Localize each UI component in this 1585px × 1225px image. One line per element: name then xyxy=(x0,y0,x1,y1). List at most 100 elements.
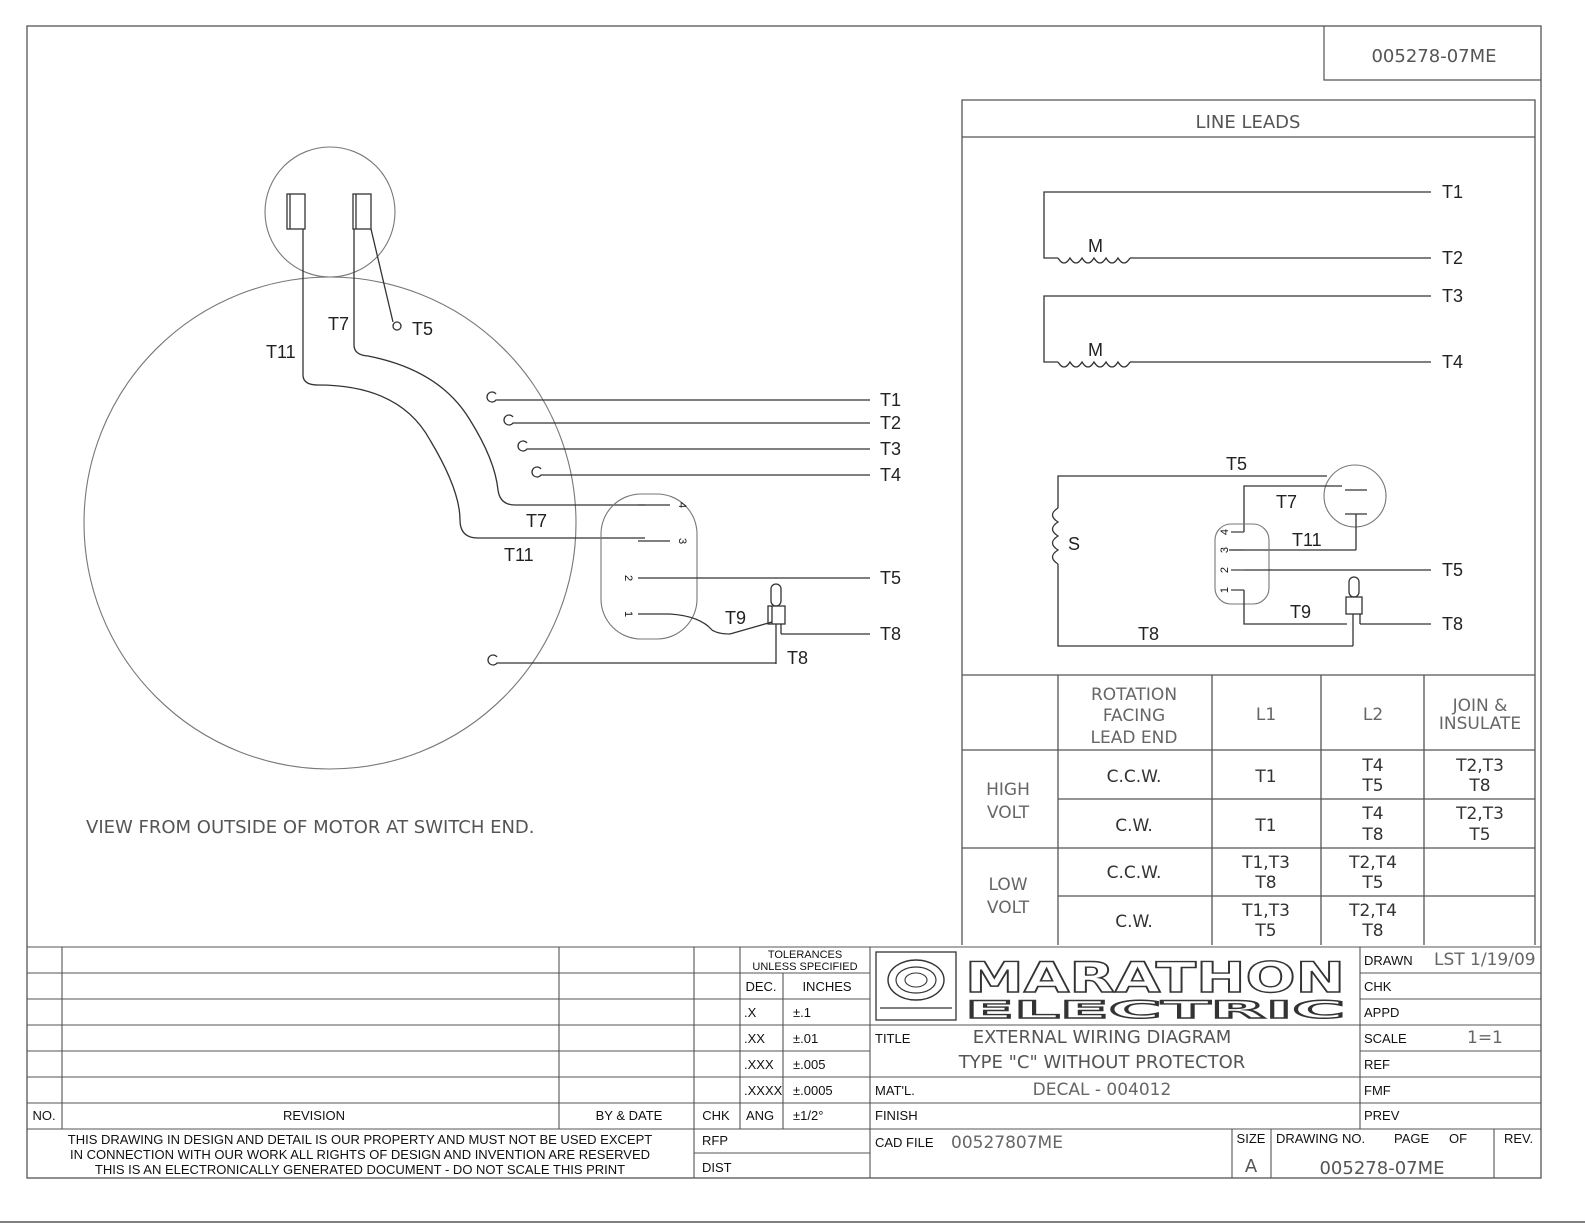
view-caption: VIEW FROM OUTSIDE OF MOTOR AT SWITCH END… xyxy=(86,817,535,838)
tol-dec: DEC. xyxy=(745,979,776,994)
logo-marathon: MARATHON xyxy=(965,953,1345,1002)
tb-drawn: LST 1/19/09 xyxy=(1434,950,1536,970)
label-t2: T2 xyxy=(880,413,901,433)
marathon-electric-logo: MARATHON ELECTRIC xyxy=(875,951,1346,1025)
row4-l2a: T2,T4 xyxy=(1348,901,1397,921)
title-block xyxy=(27,946,1541,1178)
row3-l2b: T5 xyxy=(1361,873,1383,893)
tb-appd-label: APPD xyxy=(1364,1005,1399,1020)
ll-t2: T2 xyxy=(1442,248,1463,268)
ll-t8-b: T8 xyxy=(1442,614,1463,634)
plug-pin-left xyxy=(286,193,306,230)
tb-finish-label: FINISH xyxy=(875,1108,918,1123)
ll-t3: T3 xyxy=(1442,286,1463,306)
label-t7-a: T7 xyxy=(328,314,349,334)
connection-table: ROTATION FACING LEAD END L1 L2 JOIN & IN… xyxy=(962,674,1535,945)
ll-term-2: 2 xyxy=(1219,567,1231,573)
row1-l2a: T4 xyxy=(1361,756,1383,776)
tb-title-line1: EXTERNAL WIRING DIAGRAM xyxy=(973,1027,1232,1048)
header-lead-end: LEAD END xyxy=(1091,728,1178,748)
ll-term-3: 3 xyxy=(1219,547,1231,553)
ll-t11: T11 xyxy=(1292,530,1322,550)
row2-l2b: T8 xyxy=(1361,825,1383,845)
tol-v-0: ±.1 xyxy=(793,1005,811,1020)
tb-ref-label: REF xyxy=(1364,1057,1390,1072)
label-t5-a: T5 xyxy=(412,319,433,339)
wire-t7 xyxy=(353,229,645,506)
row1-rotation: C.C.W. xyxy=(1107,767,1162,787)
tol-inches: INCHES xyxy=(802,979,851,994)
tb-notice-3: THIS IS AN ELECTRONICALLY GENERATED DOCU… xyxy=(95,1162,625,1177)
row4-l2b: T8 xyxy=(1361,921,1383,941)
tol-v-4: ±1/2° xyxy=(793,1108,823,1123)
lead-t2 xyxy=(503,414,870,426)
tb-drawing-no-label: DRAWING NO. xyxy=(1276,1131,1365,1146)
lead-t8-in xyxy=(487,654,776,666)
row1-l1: T1 xyxy=(1254,767,1276,787)
connector-plug-circle xyxy=(264,146,396,278)
wire-t5 xyxy=(370,228,394,323)
row3-l1a: T1,T3 xyxy=(1241,853,1290,873)
label-t1: T1 xyxy=(880,390,901,410)
tb-matl: DECAL - 004012 xyxy=(1033,1080,1172,1100)
terminal-board xyxy=(600,493,698,640)
tol-v-2: ±.005 xyxy=(793,1057,825,1072)
row2-l2a: T4 xyxy=(1361,804,1383,824)
label-t11-a: T11 xyxy=(266,342,296,362)
ll-t9: T9 xyxy=(1290,602,1311,622)
tb-size: A xyxy=(1245,1156,1258,1177)
row3-rotation: C.C.W. xyxy=(1107,863,1162,883)
switch-circle xyxy=(1323,464,1387,528)
tb-page-label: PAGE xyxy=(1394,1131,1429,1146)
row2-ja: T2,T3 xyxy=(1455,804,1504,824)
ll-term-4: 4 xyxy=(1219,529,1231,535)
tb-scale: 1=1 xyxy=(1467,1028,1503,1048)
thermal-device-left xyxy=(767,583,786,664)
ll-t5-top: T5 xyxy=(1226,454,1247,474)
ll-s: S xyxy=(1068,534,1080,554)
row1-jb: T8 xyxy=(1468,776,1490,796)
tb-scale-label: SCALE xyxy=(1364,1031,1407,1046)
row2-rotation: C.W. xyxy=(1115,816,1153,836)
ll-t1: T1 xyxy=(1442,182,1463,202)
plug-pin-right xyxy=(352,193,372,230)
top-drawing-number-box: 005278-07ME xyxy=(1323,26,1541,81)
terminal-4-label: 4 xyxy=(676,502,688,508)
wire-t11 xyxy=(302,229,645,539)
tb-size-label: SIZE xyxy=(1237,1131,1266,1146)
header-l1: L1 xyxy=(1256,705,1276,725)
ll-t5: T5 xyxy=(1442,560,1463,580)
ll-t7: T7 xyxy=(1276,492,1297,512)
tol-title-1: TOLERANCES xyxy=(768,949,842,961)
tb-cad-label: CAD FILE xyxy=(875,1135,934,1150)
tol-k-1: .XX xyxy=(744,1031,765,1046)
row1-l2b: T5 xyxy=(1361,776,1383,796)
start-circuit: 4 3 2 1 T5 T7 T11 S T5 T9 T8 T8 xyxy=(1051,454,1463,647)
tb-notice-1: THIS DRAWING IN DESIGN AND DETAIL IS OUR… xyxy=(68,1132,652,1147)
tb-drawing-no: 005278-07ME xyxy=(1319,1158,1444,1179)
tb-matl-label: MAT'L. xyxy=(875,1083,915,1098)
header-join: JOIN & xyxy=(1452,696,1508,716)
line-leads-panel: LINE LEADS M T1 T2 M T3 T4 xyxy=(961,99,1536,945)
tb-revision: REVISION xyxy=(283,1108,345,1123)
label-t5-b: T5 xyxy=(880,568,901,588)
tb-dist: DIST xyxy=(702,1160,732,1175)
label-t9: T9 xyxy=(725,608,746,628)
label-t3: T3 xyxy=(880,439,901,459)
tb-by-date: BY & DATE xyxy=(596,1108,663,1123)
wire-t9 xyxy=(669,613,773,635)
terminal-2-label: 2 xyxy=(622,575,634,581)
tol-title-2: UNLESS SPECIFIED xyxy=(752,961,857,973)
group-high-1: HIGH xyxy=(986,780,1030,800)
tb-rfp: RFP xyxy=(702,1133,728,1148)
row2-jb: T5 xyxy=(1468,825,1490,845)
header-facing: FACING xyxy=(1103,706,1165,726)
tol-k-3: .XXXX xyxy=(744,1083,783,1098)
lead-t1 xyxy=(486,391,870,403)
tb-notice-2: IN CONNECTION WITH OUR WORK ALL RIGHTS O… xyxy=(70,1147,650,1162)
tb-title-line2: TYPE "C" WITHOUT PROTECTOR xyxy=(958,1052,1246,1073)
tb-no: NO. xyxy=(32,1108,55,1123)
tb-of-label: OF xyxy=(1449,1131,1467,1146)
line-leads-title: LINE LEADS xyxy=(1196,112,1301,133)
row4-l1a: T1,T3 xyxy=(1241,901,1290,921)
